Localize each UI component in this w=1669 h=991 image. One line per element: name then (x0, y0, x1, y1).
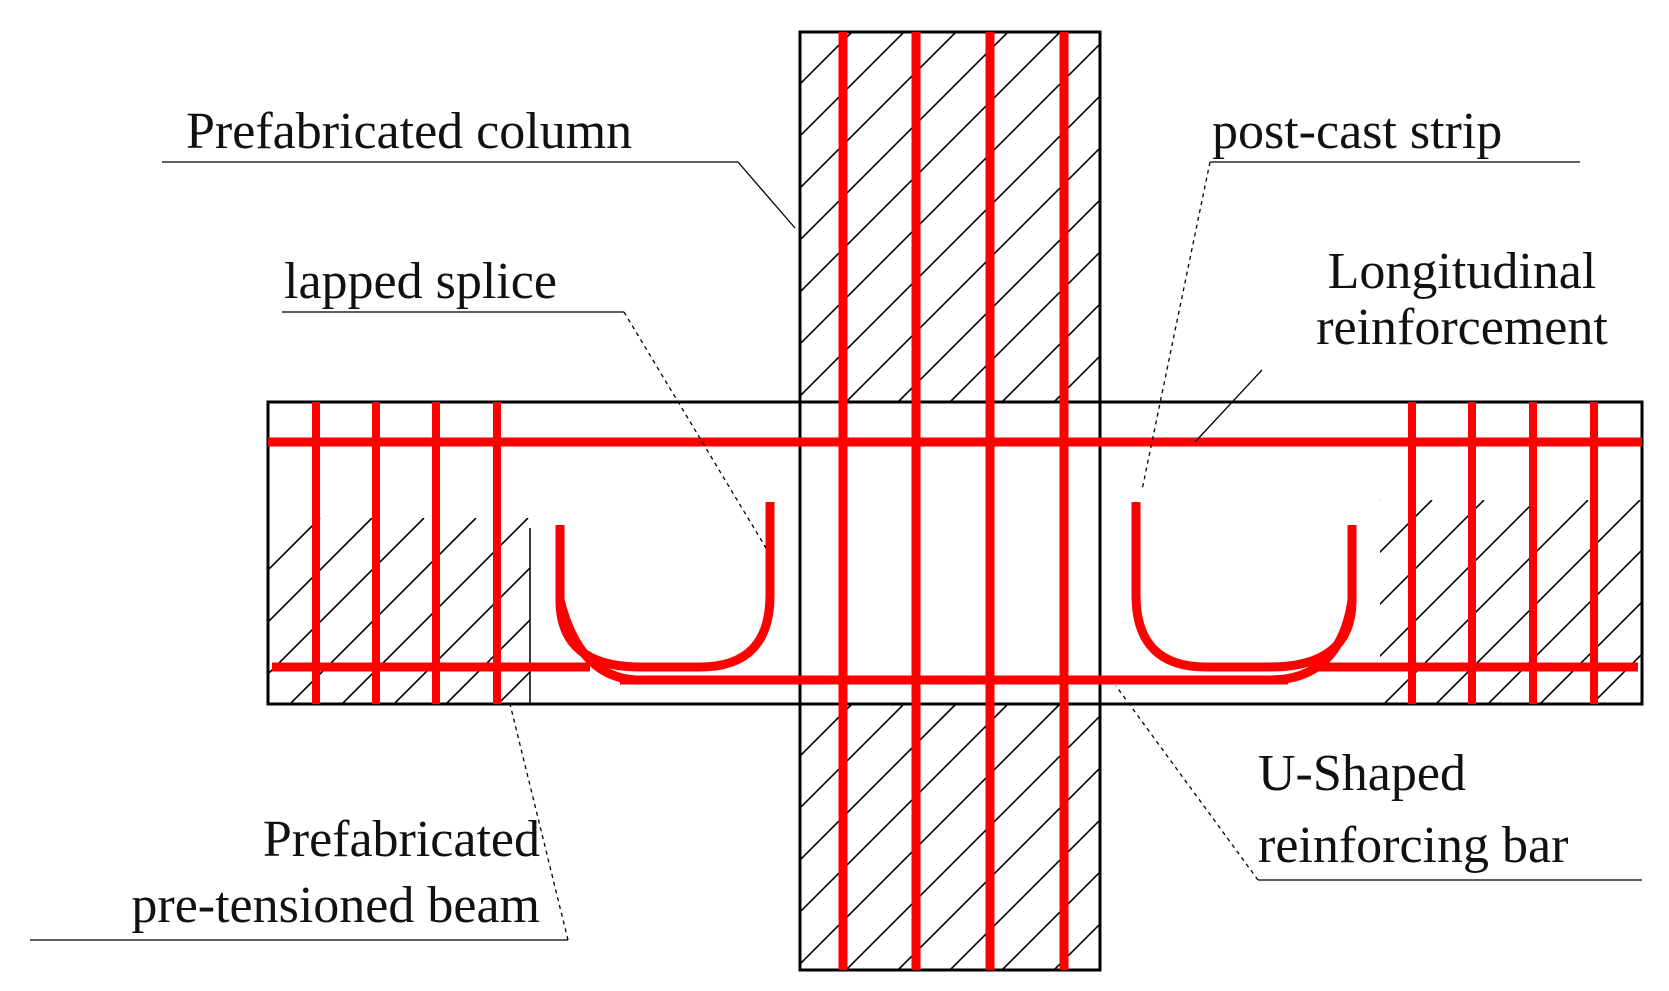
hatch-line (800, 32, 1009, 242)
hatch-line (497, 670, 530, 704)
label-u-shaped-line2: reinforcing bar (1258, 817, 1569, 874)
label-post-cast-strip: post-cast strip (1212, 103, 1503, 160)
label-longitudinal-line1: Longitudinal (1327, 243, 1597, 300)
label-longitudinal-line2: reinforcement (1316, 299, 1608, 356)
hatch-line (1053, 922, 1100, 970)
hatch-line (1644, 500, 1669, 704)
label-prefabricated-beam: Prefabricated pre-tensioned beam (28, 812, 540, 934)
column-outline (798, 30, 1102, 972)
hatch-line (1380, 500, 1485, 606)
hatch-line (1591, 652, 1642, 704)
leader-prefab-beam (509, 703, 569, 941)
hatch-line (1380, 500, 1433, 554)
beam-longitudinal-bars (268, 437, 1642, 685)
hatch-line (800, 94, 1100, 398)
leader-u-shaped (1115, 685, 1259, 881)
hatch-line (949, 250, 1100, 403)
leader-prefab-column (737, 161, 796, 229)
leader-longitudinal (1194, 369, 1263, 443)
hatch-line (800, 32, 853, 86)
label-prefabricated-column: Prefabricated column (186, 103, 633, 160)
concrete-outlines (266, 30, 1644, 972)
u-bar-right-tail (1269, 599, 1357, 685)
hatch-line (1380, 500, 1537, 658)
hatch-line (800, 704, 801, 706)
leader-lines (30, 161, 1642, 941)
u-bar-left (555, 502, 775, 672)
hatch-line (1435, 500, 1641, 704)
hatch-line (800, 32, 801, 34)
hatch-line (1001, 870, 1100, 970)
hatch-line (897, 198, 1100, 403)
u-shaped-bars (555, 502, 1357, 685)
u-bar-left-tail (555, 598, 641, 685)
hatch-line (393, 566, 530, 704)
beam-stirrups (312, 402, 1598, 704)
hatch-line (268, 518, 269, 520)
beam-outline (266, 400, 1644, 706)
hatch-line (445, 618, 530, 704)
label-longitudinal-reinforcement: Longitudinal reinforcement (1262, 244, 1662, 356)
label-lapped-splice: lapped splice (284, 253, 557, 310)
hatch-line (845, 714, 1100, 970)
column-longitudinal-bars (838, 32, 1069, 970)
hatch-line (289, 518, 477, 704)
hatch-line (800, 703, 905, 810)
hatch-line (845, 146, 1100, 403)
u-bar-right (1131, 502, 1357, 672)
hatch-line (1539, 600, 1642, 704)
hatch-line (800, 703, 1061, 966)
hatch-line (800, 42, 1100, 346)
label-u-shaped-line1: U-Shaped (1258, 745, 1466, 802)
hatch-line (897, 766, 1100, 970)
hatch-line (268, 518, 425, 676)
hatch-line (800, 703, 853, 758)
hatch-line (800, 703, 1009, 914)
hatch-line (800, 32, 957, 190)
hatch-line (800, 32, 1061, 294)
leader-lapped-splice (623, 311, 767, 549)
hatch-line (268, 518, 373, 624)
hatch-line (268, 518, 321, 572)
label-prefab-beam-line1: Prefabricated (262, 811, 540, 868)
label-u-shaped-bar: U-Shaped reinforcing bar (1258, 746, 1568, 874)
label-prefab-beam-line2: pre-tensioned beam (131, 877, 540, 934)
